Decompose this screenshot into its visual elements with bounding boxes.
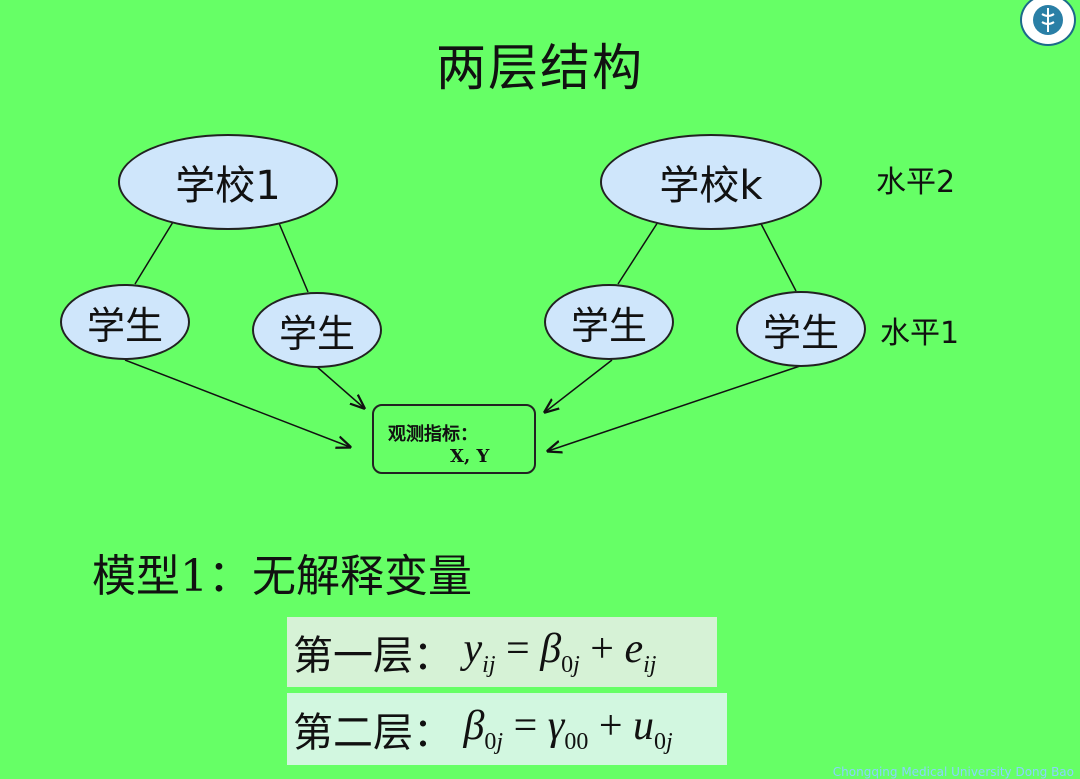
school-node-k: 学校k [600, 134, 822, 230]
layer-1-formula: yij = β0j + eij [453, 626, 657, 678]
university-logo-icon [1020, 0, 1076, 46]
equation-layer-2: 第二层： β0j = γ00 + u0j [287, 693, 727, 765]
measurement-variables: X, Y [450, 446, 490, 467]
student-node-4: 学生 [736, 291, 866, 367]
link-school1-student2 [275, 215, 309, 293]
layer-2-label: 第二层： [293, 710, 453, 756]
link-school1-student1 [134, 221, 174, 285]
footer-text: Chongqing Medical University Dong Bao [832, 765, 1074, 779]
student-node-2: 学生 [252, 292, 382, 368]
link-schoolk-student4 [757, 217, 797, 292]
slide-title: 两层结构 [436, 39, 644, 97]
layer-2-formula: β0j = γ00 + u0j [453, 703, 673, 755]
link-schoolk-student3 [617, 221, 659, 285]
model-title: 模型1：无解释变量 [92, 551, 472, 602]
measurement-title: 观测指标： [388, 424, 478, 445]
arrow-student4-measure [548, 365, 801, 451]
arrow-student1-measure [124, 359, 350, 447]
measurement-box: 观测指标： X, Y [372, 404, 536, 474]
student-node-1: 学生 [60, 284, 190, 360]
school-node-1: 学校1 [118, 134, 338, 230]
equation-layer-1: 第一层： yij = β0j + eij [287, 617, 717, 687]
layer-1-label: 第一层： [293, 633, 453, 679]
level-2-label: 水平2 [876, 165, 956, 200]
student-node-3: 学生 [544, 284, 674, 360]
arrow-student2-measure [315, 365, 364, 408]
arrow-student3-measure [545, 359, 613, 412]
level-1-label: 水平1 [880, 316, 960, 351]
